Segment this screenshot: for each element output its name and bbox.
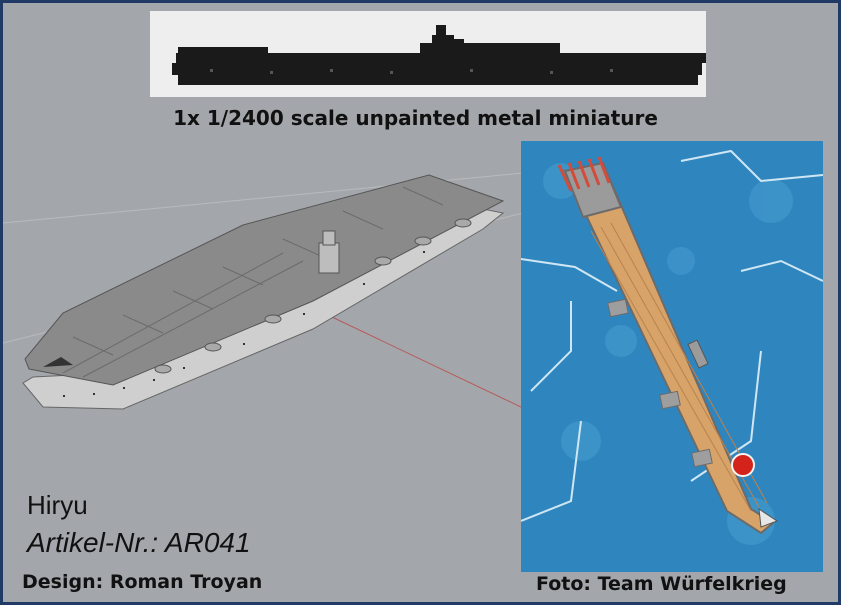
scale-caption: 1x 1/2400 scale unpainted metal miniatur… (173, 106, 658, 130)
carrier-3d-model (3, 172, 524, 410)
design-credit: Design: Roman Troyan (22, 571, 263, 593)
miniature-silhouette (172, 25, 706, 85)
article-number: Artikel-Nr.: AR041 (27, 527, 251, 558)
photo-credit: Foto: Team Würfelkrieg (536, 573, 787, 595)
hex-sea-photo (521, 141, 823, 572)
render-3d-view (3, 133, 524, 463)
ship-name: Hiryu (27, 490, 88, 520)
side-profile-image (150, 11, 706, 97)
painted-miniature-photo (521, 141, 823, 572)
